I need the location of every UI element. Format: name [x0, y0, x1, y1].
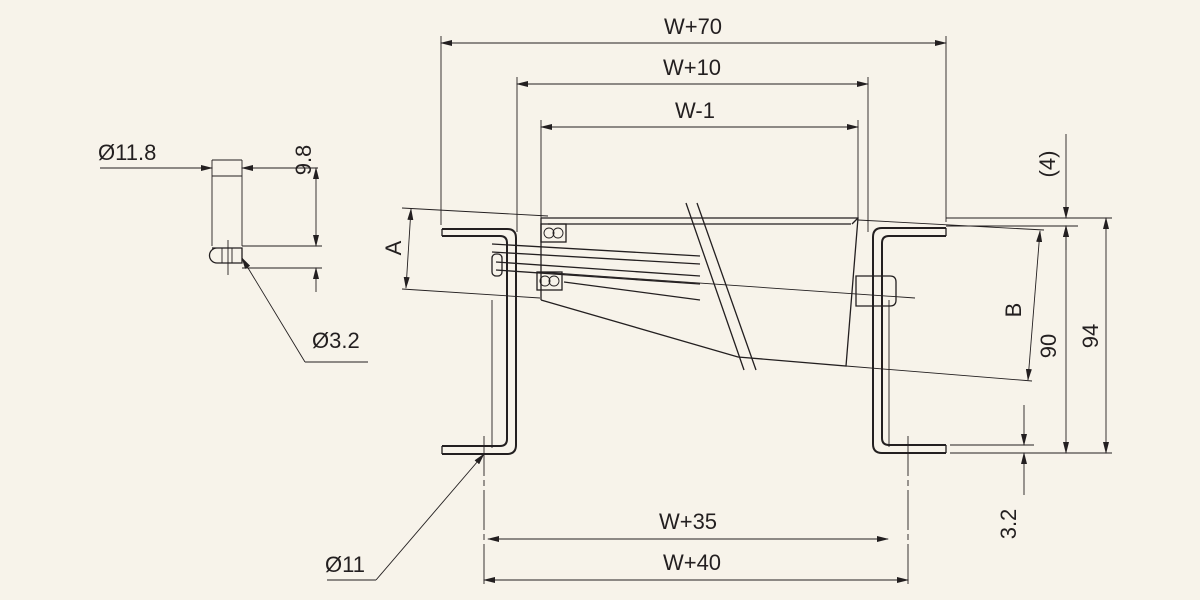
left-frame [441, 228, 517, 455]
bearing-top [540, 223, 567, 243]
label-90: 90 [1036, 334, 1061, 358]
label-4: (4) [1035, 151, 1060, 178]
label-w-plus-10: W+10 [663, 55, 721, 80]
bearing-bottom [536, 271, 563, 291]
shaft [491, 243, 916, 307]
dim-3-2 [950, 405, 1034, 495]
dim-4 [946, 134, 1112, 250]
label-dia-3-2: Ø3.2 [312, 328, 360, 353]
label-dia-11-8: Ø11.8 [98, 140, 156, 165]
dim-w-plus-10 [516, 77, 869, 232]
label-3-2: 3.2 [996, 509, 1021, 540]
label-9-8: 9.8 [291, 145, 316, 176]
label-94: 94 [1078, 324, 1103, 348]
label-w-plus-70: W+70 [664, 14, 722, 39]
label-b: B [1001, 303, 1026, 318]
hole-centerlines [327, 436, 909, 586]
label-w-plus-35: W+35 [659, 509, 717, 534]
tapered-roller [540, 202, 859, 371]
label-a: A [381, 240, 406, 255]
label-w-minus-1: W-1 [675, 98, 715, 123]
dim-w-minus-1 [540, 120, 859, 218]
right-frame [872, 227, 947, 454]
label-w-plus-40: W+40 [663, 550, 721, 575]
dim-w-plus-70 [440, 36, 947, 225]
dim-90 [950, 225, 1112, 454]
dim-a [401, 207, 549, 299]
shaft-end-detail [100, 159, 368, 363]
dim-b [845, 219, 1045, 382]
label-dia-11: Ø11 [325, 552, 365, 577]
